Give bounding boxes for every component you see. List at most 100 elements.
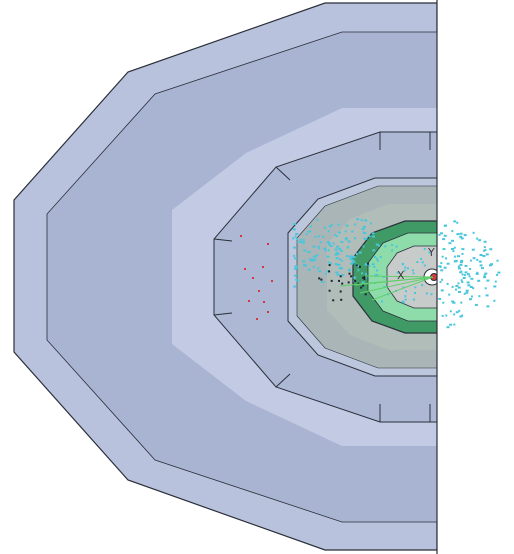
cyan-hit: [489, 264, 492, 267]
cyan-hit: [302, 260, 306, 263]
cyan-hit: [348, 255, 352, 258]
cyan-hit: [309, 258, 312, 261]
cyan-hit: [468, 275, 471, 278]
cyan-hit: [319, 241, 322, 244]
cyan-hit: [483, 246, 486, 249]
cyan-hit: [451, 239, 454, 242]
cyan-hit: [326, 255, 330, 258]
cyan-hit: [461, 248, 465, 251]
cyan-hit: [493, 285, 497, 288]
cyan-hit: [438, 297, 442, 300]
cyan-hit: [476, 258, 479, 261]
cyan-hit: [383, 286, 386, 289]
cyan-hit: [334, 263, 338, 266]
cyan-hit: [464, 264, 468, 267]
cyan-hit: [364, 219, 368, 222]
cyan-hit: [456, 233, 460, 236]
cyan-hit: [456, 221, 459, 224]
tracks-layer: [339, 275, 434, 301]
cyan-hit: [376, 259, 379, 262]
cyan-hit: [383, 276, 385, 278]
cyan-hit: [362, 225, 366, 228]
cyan-hit: [324, 249, 327, 252]
cyan-hit: [483, 240, 487, 243]
cyan-hit: [322, 235, 324, 238]
cyan-hit: [467, 284, 471, 287]
cyan-hit: [444, 224, 448, 227]
cyan-hit: [440, 232, 443, 235]
cyan-hit: [453, 313, 456, 316]
dark-hit: [340, 298, 343, 301]
dark-hit: [332, 299, 335, 302]
inner-shell-segment-lines: [213, 132, 431, 422]
cyan-hit: [461, 281, 464, 283]
cyan-hit: [310, 259, 313, 262]
cyan-hit: [335, 245, 339, 248]
dark-hit: [330, 279, 333, 282]
cyan-hit: [484, 272, 488, 275]
cyan-hit: [453, 246, 456, 249]
cyan-hit: [295, 233, 299, 235]
cyan-hit: [411, 269, 414, 272]
cyan-hit: [364, 263, 368, 266]
cyan-hit: [347, 246, 350, 249]
cyan-hit: [307, 230, 310, 233]
cyan-hit: [469, 259, 472, 262]
cyan-hit: [448, 293, 451, 296]
dark-hit: [363, 276, 366, 279]
cyan-hit: [497, 271, 501, 274]
cyan-hit: [335, 271, 339, 274]
cyan-hit: [482, 255, 486, 257]
cyan-hit: [326, 270, 330, 273]
dark-hit: [318, 277, 321, 280]
cyan-hit: [330, 223, 333, 226]
cyan-hit: [321, 281, 325, 283]
cyan-hit: [441, 255, 444, 258]
cyan-hit: [294, 267, 297, 270]
cyan-hit: [395, 245, 398, 248]
cyan-hit: [374, 255, 377, 258]
cyan-hit: [455, 311, 459, 314]
cyan-hit: [295, 238, 298, 240]
cyan-hit: [421, 261, 424, 264]
cyan-hit: [360, 219, 363, 222]
cyan-hit: [293, 254, 296, 257]
cyan-hit: [463, 292, 466, 295]
cyan-hit: [292, 228, 296, 231]
cyan-hit: [463, 234, 467, 237]
dark-hit: [350, 275, 353, 278]
cyan-hit: [344, 230, 347, 233]
cyan-hit: [455, 285, 459, 287]
red-hit: [267, 311, 269, 313]
cyan-hit: [326, 241, 330, 244]
cyan-hit: [458, 309, 461, 312]
dark-hit: [360, 286, 363, 289]
cyan-hit: [440, 269, 444, 272]
cyan-hit: [472, 257, 476, 260]
cyan-hit: [317, 235, 320, 238]
cyan-hit: [294, 265, 298, 268]
cyan-hit: [496, 274, 499, 276]
cyan-hit: [391, 249, 394, 252]
cyan-hit: [440, 262, 443, 265]
cyan-hit: [460, 237, 464, 240]
cyan-hit: [338, 258, 341, 261]
cyan-hit: [460, 279, 463, 282]
cyan-hit: [310, 225, 312, 228]
cyan-hit: [313, 258, 317, 261]
cyan-hit: [483, 276, 487, 279]
cyan-hit: [479, 254, 483, 256]
cyan-hit: [334, 248, 338, 251]
cyan-hit: [440, 289, 444, 292]
cyan-hit: [414, 286, 417, 289]
cyan-hit: [323, 247, 327, 250]
cyan-hit: [371, 232, 375, 235]
cyan-hit: [453, 260, 457, 263]
cyan-hit: [453, 220, 457, 223]
cyan-hit: [353, 237, 356, 240]
cyan-hit: [474, 303, 478, 306]
cyan-hit: [464, 271, 468, 274]
cyan-hit: [446, 326, 450, 329]
cyan-hit: [451, 300, 455, 303]
